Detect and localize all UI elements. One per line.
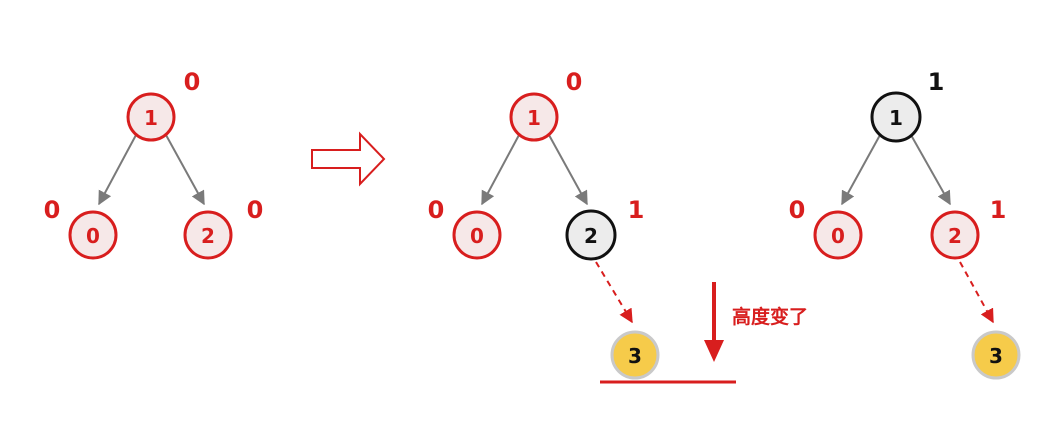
node-height-label: 1 — [928, 68, 945, 96]
node-circle — [183, 210, 233, 260]
node-circle — [452, 210, 502, 260]
node-value: 2 — [584, 224, 598, 248]
node-value: 1 — [527, 106, 541, 130]
node-value: 3 — [628, 344, 642, 368]
node-t3-n1: 1 1 — [870, 68, 945, 143]
node-value: 0 — [831, 224, 845, 248]
height-change-arrowhead-icon — [704, 340, 724, 362]
transition-arrow-icon — [311, 131, 386, 187]
node-height-label: 0 — [789, 196, 806, 224]
node-circle — [930, 210, 980, 260]
node-height-label: 0 — [184, 68, 201, 96]
edge-t1-1-2 — [165, 134, 205, 206]
node-height-label: 1 — [990, 196, 1007, 224]
node-circle — [813, 210, 863, 260]
node-value: 0 — [470, 224, 484, 248]
node-value: 0 — [86, 224, 100, 248]
node-value: 1 — [889, 106, 903, 130]
node-value: 2 — [201, 224, 215, 248]
node-height-label: 0 — [247, 196, 264, 224]
edge-t3-1-2 — [910, 134, 951, 206]
node-t1-n1: 1 0 — [126, 68, 201, 142]
node-value: 2 — [948, 224, 962, 248]
edge-t2-2-3 — [595, 261, 633, 324]
tree-2: 1 0 0 0 2 1 3 高度变了 — [428, 68, 808, 384]
node-t3-n0: 0 0 — [789, 196, 863, 260]
node-circle — [68, 210, 118, 260]
node-circle — [870, 91, 922, 143]
node-height-label: 0 — [428, 196, 445, 224]
node-t1-n0: 0 0 — [44, 196, 118, 260]
node-value: 1 — [144, 106, 158, 130]
node-circle — [509, 92, 559, 142]
node-height-label: 0 — [566, 68, 583, 96]
node-t2-n1: 1 0 — [509, 68, 583, 142]
edge-t2-1-0 — [481, 134, 520, 206]
node-t3-n3: 3 — [971, 330, 1021, 380]
edge-t3-2-3 — [959, 261, 994, 324]
node-t2-n3: 3 — [610, 330, 660, 380]
height-changed-annotation: 高度变了 — [732, 305, 808, 328]
node-circle — [565, 209, 617, 261]
node-circle — [610, 330, 660, 380]
node-value: 3 — [989, 344, 1003, 368]
node-t2-n2: 2 1 — [565, 196, 645, 261]
node-circle — [126, 92, 176, 142]
tree-1: 1 0 0 0 2 0 — [44, 68, 264, 260]
node-height-label: 0 — [44, 196, 61, 224]
edge-t1-1-0 — [98, 134, 137, 206]
edge-t2-1-2 — [548, 134, 588, 206]
node-t2-n0: 0 0 — [428, 196, 502, 260]
node-height-label: 1 — [628, 196, 645, 224]
edge-t3-1-0 — [841, 134, 881, 206]
tree-3: 1 1 0 0 2 1 3 — [789, 68, 1021, 380]
node-t1-n2: 2 0 — [183, 196, 264, 260]
node-t3-n2: 2 1 — [930, 196, 1007, 260]
node-circle — [971, 330, 1021, 380]
